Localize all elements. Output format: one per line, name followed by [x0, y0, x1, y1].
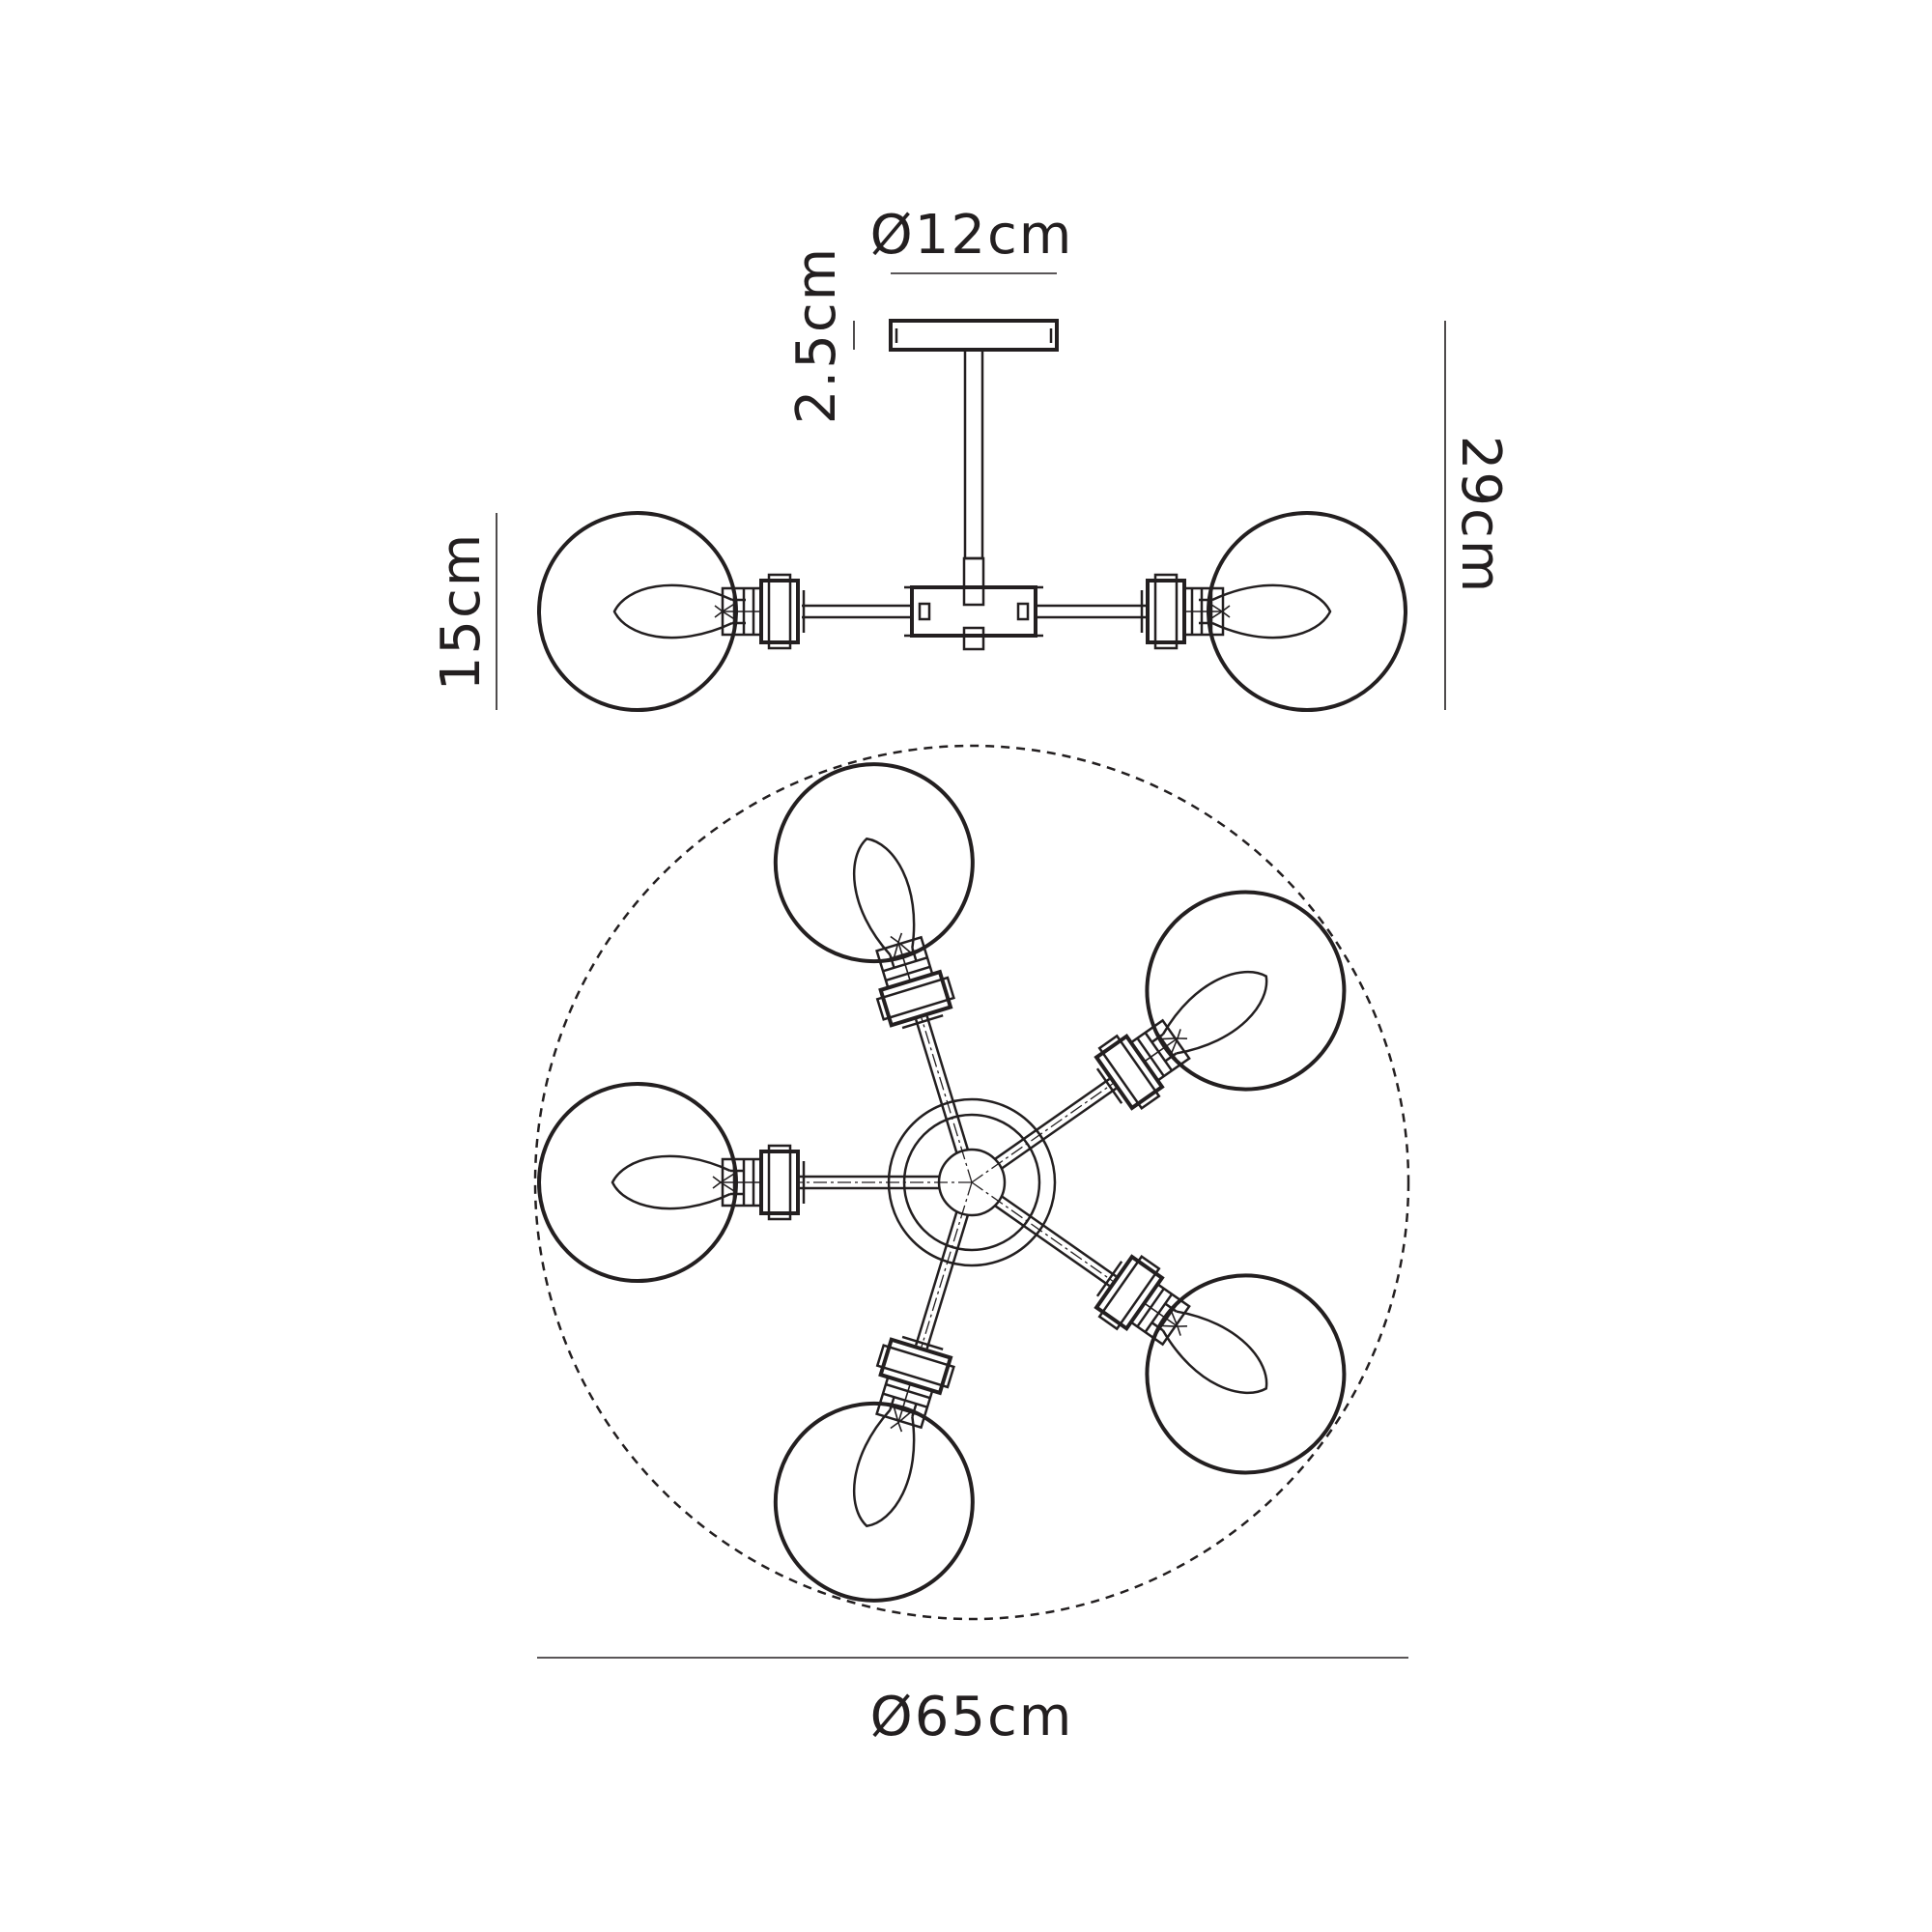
canopy-diameter-label: Ø12cm	[870, 204, 1074, 267]
overall-diameter-label: Ø65cm	[870, 1686, 1074, 1748]
plan-view: Ø65cm	[533, 744, 1410, 1748]
plan-lamp-left	[537, 1082, 972, 1283]
ceiling-canopy	[889, 319, 1059, 352]
plan-lamp-top	[773, 762, 975, 1183]
side-left-globe	[537, 511, 806, 712]
canopy-height-label: 2.5cm	[785, 246, 848, 424]
overall-diameter-outline	[533, 744, 1410, 1621]
overall-height-label: 29cm	[1449, 436, 1512, 595]
side-right-globe	[1140, 511, 1407, 712]
plan-lamp-bottom	[773, 1181, 975, 1603]
plan-lamp-upper-right	[971, 890, 1347, 1183]
plan-lamp-lower-right	[971, 1181, 1347, 1475]
side-elevation: Ø12cm 2.5cm 29cm 15cm	[430, 204, 1512, 712]
shade-height-label: 15cm	[430, 532, 493, 692]
down-rod	[963, 348, 984, 560]
